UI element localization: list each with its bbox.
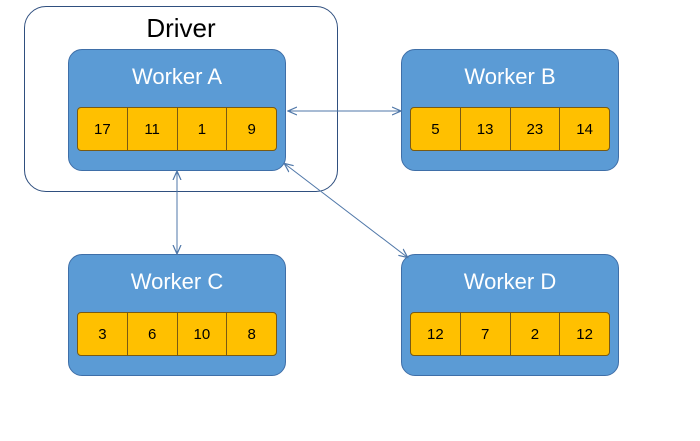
worker-a-partition-1: 17 xyxy=(78,108,128,150)
worker-d-partition-2: 7 xyxy=(461,313,511,355)
worker-c-partitions: 3 6 10 8 xyxy=(77,312,277,356)
worker-c-partition-4: 8 xyxy=(247,325,256,343)
worker-d-partitions: 12 7 2 12 xyxy=(410,312,610,356)
worker-c-partition-3: 10 xyxy=(178,313,228,355)
worker-b-partition-4: 14 xyxy=(576,120,593,138)
worker-b: Worker B 5 13 23 14 xyxy=(401,49,619,171)
worker-d-title: Worker D xyxy=(463,269,557,294)
worker-c-title: Worker C xyxy=(130,269,224,294)
worker-c-partition-2: 6 xyxy=(128,313,178,355)
worker-a: Worker A 17 11 1 9 xyxy=(68,49,286,171)
driver-title: Driver xyxy=(146,13,216,43)
worker-a-partition-4: 9 xyxy=(247,120,256,138)
worker-d-partition-3: 2 xyxy=(511,313,561,355)
worker-b-title: Worker B xyxy=(464,64,556,89)
worker-b-partitions: 5 13 23 14 xyxy=(410,107,610,151)
worker-a-partition-2: 11 xyxy=(128,108,178,150)
worker-a-title: Worker A xyxy=(131,64,223,89)
worker-c: Worker C 3 6 10 8 xyxy=(68,254,286,376)
worker-a-partition-3: 1 xyxy=(178,108,228,150)
worker-b-partition-2: 13 xyxy=(461,108,511,150)
worker-c-partition-1: 3 xyxy=(78,313,128,355)
worker-a-partitions: 17 11 1 9 xyxy=(77,107,277,151)
worker-b-partition-1: 5 xyxy=(411,108,461,150)
worker-d-partition-4: 12 xyxy=(576,325,593,343)
worker-b-partition-3: 23 xyxy=(511,108,561,150)
worker-d: Worker D 12 7 2 12 xyxy=(401,254,619,376)
worker-d-partition-1: 12 xyxy=(411,313,461,355)
